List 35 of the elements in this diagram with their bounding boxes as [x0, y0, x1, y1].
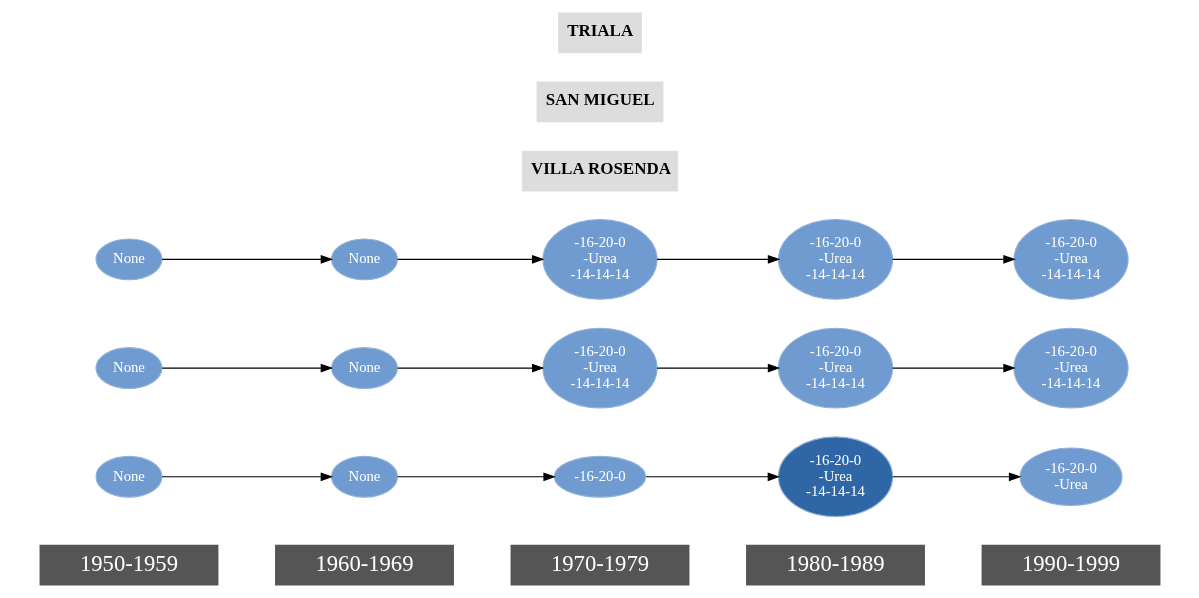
arrow [396, 255, 544, 264]
node-ellipse: None [330, 455, 398, 498]
arrow [891, 255, 1016, 264]
arrow [655, 255, 780, 264]
label: 1960-1969 [314, 550, 414, 576]
node-ellipse: -16-20-0 -Urea [1019, 447, 1123, 507]
arrow [161, 363, 333, 373]
label: 1950-1959 [79, 550, 178, 576]
node-ellipse: -16-20-0 [553, 455, 646, 498]
arrow [161, 472, 333, 482]
label: VILLA ROSENDA [530, 158, 671, 178]
node-ellipse: None [94, 347, 162, 389]
node-ellipse: None [330, 347, 398, 389]
node-ellipse: -16-20-0 -Urea -14-14-14 [1012, 327, 1129, 409]
arrow [891, 472, 1021, 482]
node-ellipse: None [94, 238, 162, 281]
node-ellipse: -16-20-0 -Urea -14-14-14 [777, 327, 893, 409]
node-ellipse: -16-20-0 -Urea -14-14-14 [541, 327, 658, 409]
arrow [396, 472, 556, 482]
label: SAN MIGUEL [545, 89, 655, 109]
arrow [655, 363, 780, 373]
arrow [396, 363, 544, 373]
arrow [645, 472, 780, 482]
node-ellipse: -16-20-0 -Urea -14-14-14 [1012, 218, 1129, 300]
label: TRIALA [566, 20, 633, 40]
node-ellipse: None [330, 238, 398, 281]
node-ellipse: None [94, 455, 162, 498]
node-ellipse: -16-20-0 -Urea -14-14-14 [541, 218, 658, 300]
label: 1990-1999 [1021, 550, 1120, 576]
label: 1980-1989 [785, 550, 885, 576]
label: 1970-1979 [550, 550, 649, 576]
arrow [891, 363, 1016, 373]
arrow [161, 255, 333, 264]
node-ellipse: -16-20-0 -Urea -14-14-14 [777, 436, 893, 518]
node-ellipse: -16-20-0 -Urea -14-14-14 [777, 218, 893, 300]
